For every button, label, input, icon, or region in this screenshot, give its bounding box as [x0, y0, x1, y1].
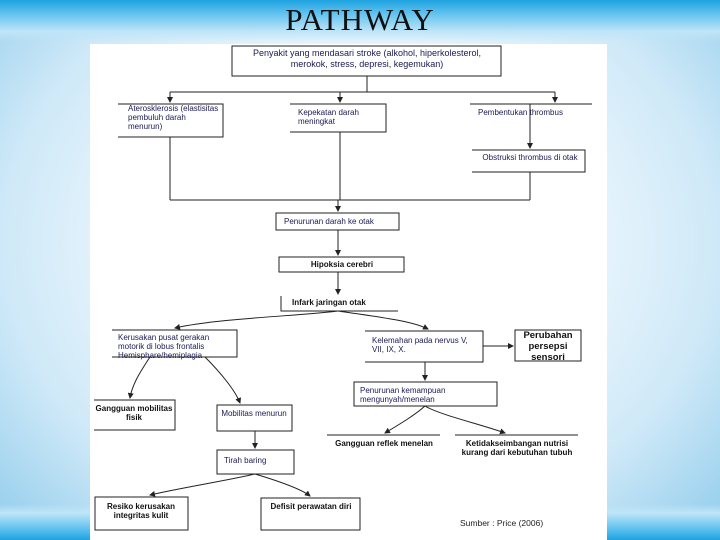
cerebral-hypoxia-node: Hipoksia cerebri [310, 260, 374, 269]
mobility-decrease-node: Mobilitas menurun [221, 409, 287, 418]
skin-risk-node: Resiko kerusakan integritas kulit [106, 502, 176, 520]
brain-infarct-node: Infark jaringan otak [292, 298, 366, 307]
skin-risk-box [94, 496, 189, 531]
swallow-reflex-node: Penurunan kemampuan mengunyah/menelan [360, 386, 446, 404]
arterial-obstruction-box [472, 149, 586, 173]
selfcare-deficit-node: Defisit perawatan diri [270, 502, 352, 511]
bed-rest-box [216, 449, 295, 475]
selfcare-box [260, 497, 361, 531]
blood-viscosity-node: Kepekatan darah meningkat [298, 108, 359, 126]
hypoxia-box [278, 256, 405, 273]
atherosclerosis-node: Aterosklerosis (elastisitas pembuluh dar… [128, 104, 219, 131]
cerebral-flow-box [275, 212, 400, 231]
motor-center-node: Kerusakan pusat gerakan motorik di lobus… [118, 333, 210, 360]
diagram-sheet [90, 44, 607, 540]
perception-change-node: Perubahan persepsi sensori [523, 330, 573, 363]
swallow-impairment-node: Gangguan reflek menelan [335, 439, 433, 448]
mobility-impairment-box [94, 399, 176, 431]
slide-top-band [0, 0, 720, 42]
infarct-box [280, 296, 398, 312]
page-title: PATHWAY [285, 2, 435, 37]
perception-box [514, 329, 582, 362]
arterial-obstruction-node: Obstruksi thrombus di otak [482, 153, 578, 162]
source-citation: Sumber : Price (2006) [460, 518, 544, 528]
blood-viscosity-box [290, 103, 387, 133]
thrombus-formation-node: Pembentukan thrombus [478, 108, 563, 117]
motor-center-box [112, 329, 238, 358]
swallow-reflex-box [353, 381, 498, 407]
risk-factors-node: Penyakit yang mendasari stroke (alkohol,… [252, 48, 482, 69]
mobility-impairment-node: Gangguan mobilitas fisik [95, 404, 173, 422]
cranial-nerve-node: Kelemahan pada nervus V, VII, IX, X. [372, 336, 468, 354]
nutrition-imbalance-node: Ketidakseimbangan nutrisi kurang dari ke… [461, 439, 573, 457]
bed-rest-node: Tirah baring [224, 456, 267, 465]
cerebral-flow-node: Penurunan darah ke otak [284, 217, 374, 226]
